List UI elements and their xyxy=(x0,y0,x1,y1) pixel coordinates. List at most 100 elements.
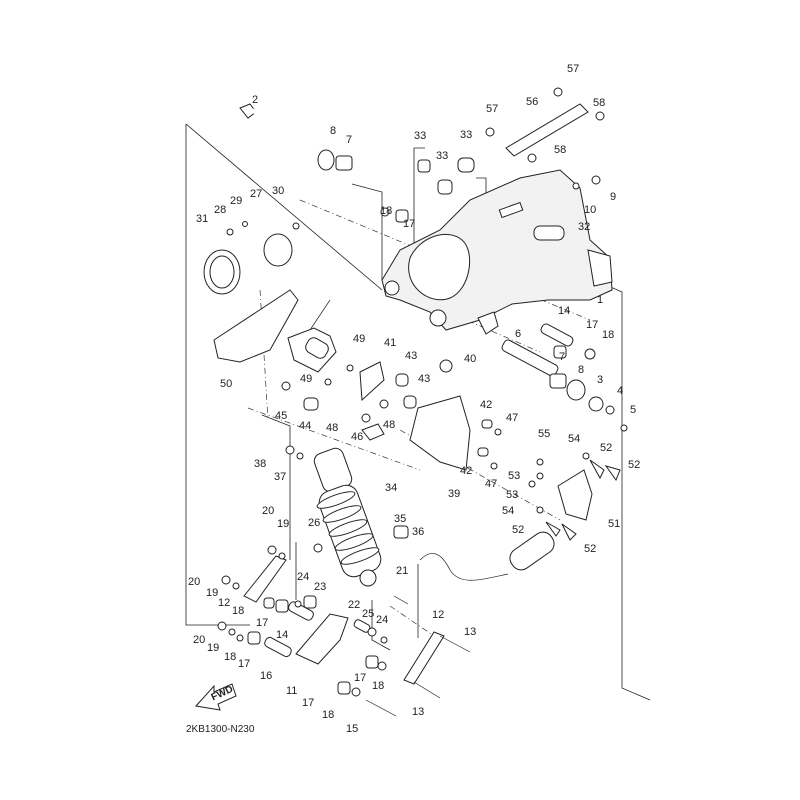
callout-7[interactable]: 7 xyxy=(559,351,565,363)
callout-17[interactable]: 17 xyxy=(302,697,314,709)
callout-54[interactable]: 54 xyxy=(568,433,580,445)
callout-18[interactable]: 18 xyxy=(322,709,334,721)
callout-42[interactable]: 42 xyxy=(480,399,492,411)
callout-25[interactable]: 25 xyxy=(362,608,374,620)
callout-27[interactable]: 27 xyxy=(250,188,262,200)
callout-15[interactable]: 15 xyxy=(346,723,358,735)
callout-32[interactable]: 32 xyxy=(578,221,590,233)
callout-14[interactable]: 14 xyxy=(276,629,288,641)
callout-24[interactable]: 24 xyxy=(376,614,388,626)
cap-33a xyxy=(417,159,431,173)
callout-17[interactable]: 17 xyxy=(403,218,415,230)
callout-49[interactable]: 49 xyxy=(300,373,312,385)
callout-29[interactable]: 29 xyxy=(230,195,242,207)
callout-14[interactable]: 14 xyxy=(558,305,570,317)
callout-52[interactable]: 52 xyxy=(628,459,640,471)
callout-24[interactable]: 24 xyxy=(297,571,309,583)
callout-26[interactable]: 26 xyxy=(308,517,320,529)
callout-8[interactable]: 8 xyxy=(330,125,336,137)
callout-50[interactable]: 50 xyxy=(220,378,232,390)
callout-49[interactable]: 49 xyxy=(353,333,365,345)
callout-44[interactable]: 44 xyxy=(299,420,311,432)
callout-12[interactable]: 12 xyxy=(218,597,230,609)
callout-42[interactable]: 42 xyxy=(460,465,472,477)
callout-57[interactable]: 57 xyxy=(486,103,498,115)
callout-55[interactable]: 55 xyxy=(538,428,550,440)
callout-56[interactable]: 56 xyxy=(526,96,538,108)
callout-18[interactable]: 18 xyxy=(380,205,392,217)
callout-33[interactable]: 33 xyxy=(436,150,448,162)
callout-17[interactable]: 17 xyxy=(256,617,268,629)
callout-18[interactable]: 18 xyxy=(372,680,384,692)
callout-52[interactable]: 52 xyxy=(584,543,596,555)
callout-45[interactable]: 45 xyxy=(275,410,287,422)
callout-33[interactable]: 33 xyxy=(414,130,426,142)
callout-3[interactable]: 3 xyxy=(597,374,603,386)
callout-46[interactable]: 46 xyxy=(351,431,363,443)
callout-18[interactable]: 18 xyxy=(232,605,244,617)
callout-13[interactable]: 13 xyxy=(464,626,476,638)
callout-28[interactable]: 28 xyxy=(214,204,226,216)
callout-54[interactable]: 54 xyxy=(502,505,514,517)
callout-10[interactable]: 10 xyxy=(584,204,596,216)
callout-23[interactable]: 23 xyxy=(314,581,326,593)
callout-30[interactable]: 30 xyxy=(272,185,284,197)
callout-18[interactable]: 18 xyxy=(224,651,236,663)
callout-47[interactable]: 47 xyxy=(485,478,497,490)
callout-8[interactable]: 8 xyxy=(578,364,584,376)
callout-18[interactable]: 18 xyxy=(602,329,614,341)
callout-19[interactable]: 19 xyxy=(206,587,218,599)
callout-20[interactable]: 20 xyxy=(262,505,274,517)
callout-19[interactable]: 19 xyxy=(207,642,219,654)
callout-12[interactable]: 12 xyxy=(432,609,444,621)
callout-11[interactable]: 11 xyxy=(286,685,297,697)
callout-4[interactable]: 4 xyxy=(617,385,623,397)
callout-57[interactable]: 57 xyxy=(567,63,579,75)
callout-34[interactable]: 34 xyxy=(385,482,397,494)
callout-52[interactable]: 52 xyxy=(512,524,524,536)
callout-5[interactable]: 5 xyxy=(630,404,636,416)
callout-36[interactable]: 36 xyxy=(412,526,424,538)
callout-17[interactable]: 17 xyxy=(586,319,598,331)
callout-39[interactable]: 39 xyxy=(448,488,460,500)
callout-33[interactable]: 33 xyxy=(460,129,472,141)
callout-53[interactable]: 53 xyxy=(506,489,518,501)
callout-53[interactable]: 53 xyxy=(508,470,520,482)
pivot-shaft xyxy=(239,103,316,154)
guide-lines xyxy=(185,123,651,701)
callout-2[interactable]: 2 xyxy=(252,94,258,106)
callout-40[interactable]: 40 xyxy=(464,353,476,365)
callout-13[interactable]: 13 xyxy=(412,706,424,718)
shaft-6 xyxy=(501,339,559,377)
callout-48[interactable]: 48 xyxy=(383,419,395,431)
callout-52[interactable]: 52 xyxy=(600,442,612,454)
bearing-7 xyxy=(335,155,353,171)
callout-6[interactable]: 6 xyxy=(515,328,521,340)
callout-58[interactable]: 58 xyxy=(593,97,605,109)
callout-20[interactable]: 20 xyxy=(188,576,200,588)
callout-31[interactable]: 31 xyxy=(196,213,208,225)
callout-20[interactable]: 20 xyxy=(193,634,205,646)
callout-35[interactable]: 35 xyxy=(394,513,406,525)
callout-41[interactable]: 41 xyxy=(384,337,396,349)
callout-19[interactable]: 19 xyxy=(277,518,289,530)
callout-58[interactable]: 58 xyxy=(554,144,566,156)
callout-43[interactable]: 43 xyxy=(405,350,417,362)
callout-21[interactable]: 21 xyxy=(396,565,408,577)
callout-38[interactable]: 38 xyxy=(254,458,266,470)
callout-17[interactable]: 17 xyxy=(238,658,250,670)
callout-7[interactable]: 7 xyxy=(346,134,352,146)
callout-1[interactable]: 1 xyxy=(597,294,603,306)
callout-48[interactable]: 48 xyxy=(326,422,338,434)
callout-17[interactable]: 17 xyxy=(354,672,366,684)
callout-9[interactable]: 9 xyxy=(610,191,616,203)
cap-32 xyxy=(533,225,565,241)
cap-33c xyxy=(457,157,475,173)
callout-51[interactable]: 51 xyxy=(608,518,620,530)
callout-47[interactable]: 47 xyxy=(506,412,518,424)
callout-43[interactable]: 43 xyxy=(418,373,430,385)
callout-37[interactable]: 37 xyxy=(274,471,286,483)
callout-22[interactable]: 22 xyxy=(348,599,360,611)
oil-seal-8 xyxy=(317,149,335,171)
callout-16[interactable]: 16 xyxy=(260,670,272,682)
